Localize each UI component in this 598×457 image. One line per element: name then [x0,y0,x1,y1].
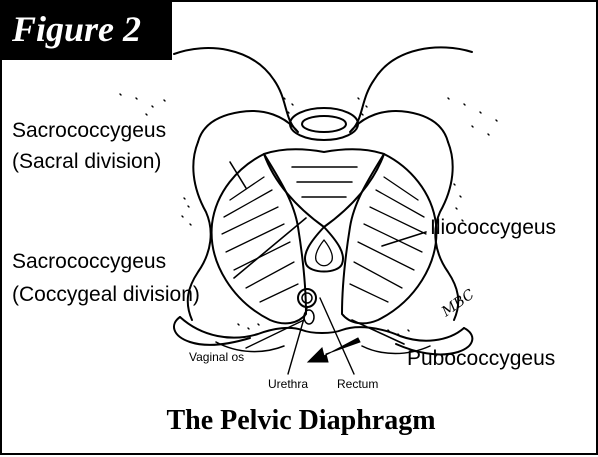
anal-opening [305,227,343,272]
label-iliococcygeus: Iliococcygeus [430,217,556,238]
sacral-vertebra [290,108,358,140]
leader-urethra [288,308,307,374]
pubic-arch [180,317,464,341]
label-rectum: Rectum [337,378,378,390]
left-levator-mass [212,154,306,323]
right-ilium-outline [350,47,472,142]
label-sacrococcygeus-sacral-1: Sacrococcygeus [12,120,166,141]
right-levator-mass [342,154,436,323]
leader-sacral [230,162,246,188]
direction-arrow-icon [308,338,360,362]
sacrum-outline [264,149,384,227]
label-sacrococcygeus-coccygeal-2: (Coccygeal division) [12,284,200,305]
label-urethra: Urethra [268,378,308,390]
leader-pubococcygeus [352,320,404,344]
sacrum-lines [292,167,357,197]
leader-rectum [320,298,354,374]
label-sacrococcygeus-sacral-2: (Sacral division) [12,151,161,172]
sacral-canal [302,116,346,132]
figure-caption: The Pelvic Diaphragm [2,405,598,437]
leader-coccygeal [234,218,306,278]
urethral-opening [298,289,316,307]
label-sacrococcygeus-coccygeal-1: Sacrococcygeus [12,251,166,272]
label-pubococcygeus: Pubococcygeus [407,348,555,369]
label-vaginal-os: Vaginal os [189,351,244,363]
left-ilium-outline [174,48,298,142]
